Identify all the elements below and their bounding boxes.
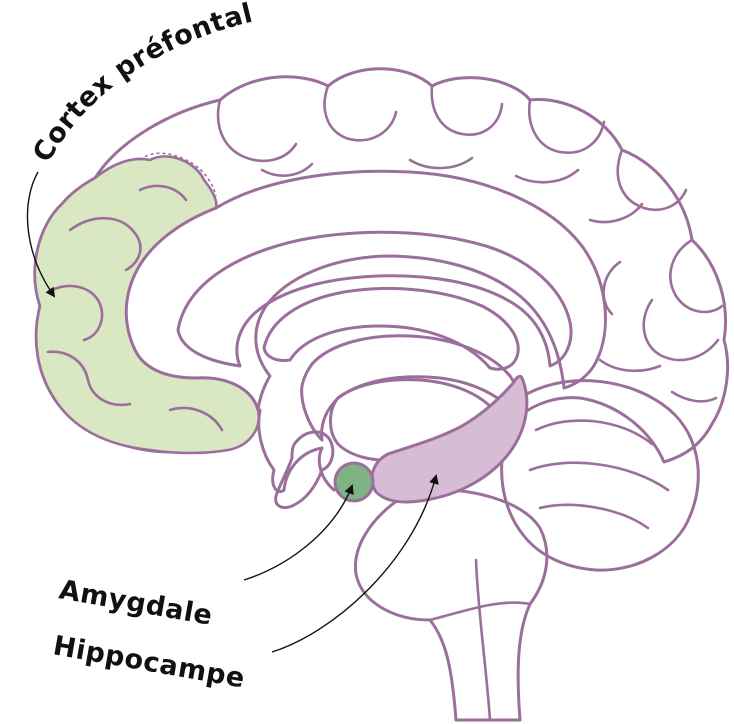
gyrus-fold — [516, 170, 578, 182]
gyrus-fold — [672, 392, 716, 401]
hippocampus-label: Hippocampe — [51, 630, 247, 694]
lateral-ventricle — [264, 288, 518, 369]
gyrus-fold — [600, 360, 660, 371]
amygdala-label-text: Amygdale — [57, 574, 215, 631]
gyrus-fold — [590, 204, 642, 222]
gyrus-fold — [262, 164, 312, 176]
gyrus-fold — [618, 150, 686, 210]
prefrontal-cortex-region — [35, 156, 259, 453]
amygdala-label: Amygdale — [57, 574, 215, 631]
brainstem — [355, 490, 546, 720]
gyrus-fold — [432, 86, 502, 135]
gyrus-fold — [529, 100, 604, 153]
cerebellum-fold — [540, 505, 648, 528]
gyrus-fold — [670, 240, 722, 312]
amygdala-pointer-arrow — [244, 486, 352, 580]
cerebellum-fold — [530, 463, 668, 490]
gyrus-fold — [325, 86, 396, 140]
gyrus-fold — [410, 158, 472, 168]
hypothalamus — [276, 432, 333, 508]
brainstem-fold — [476, 560, 490, 720]
prefrontal-cortex-label-text: Cortex préfontal — [27, 0, 256, 167]
hippocampus-label-text: Hippocampe — [51, 630, 247, 694]
prefrontal-cortex-label: Cortex préfontal — [27, 0, 256, 167]
gyrus-fold — [218, 100, 296, 161]
gyrus-fold — [644, 300, 718, 360]
corpus-callosum — [178, 232, 571, 366]
amygdala-region — [335, 463, 373, 501]
